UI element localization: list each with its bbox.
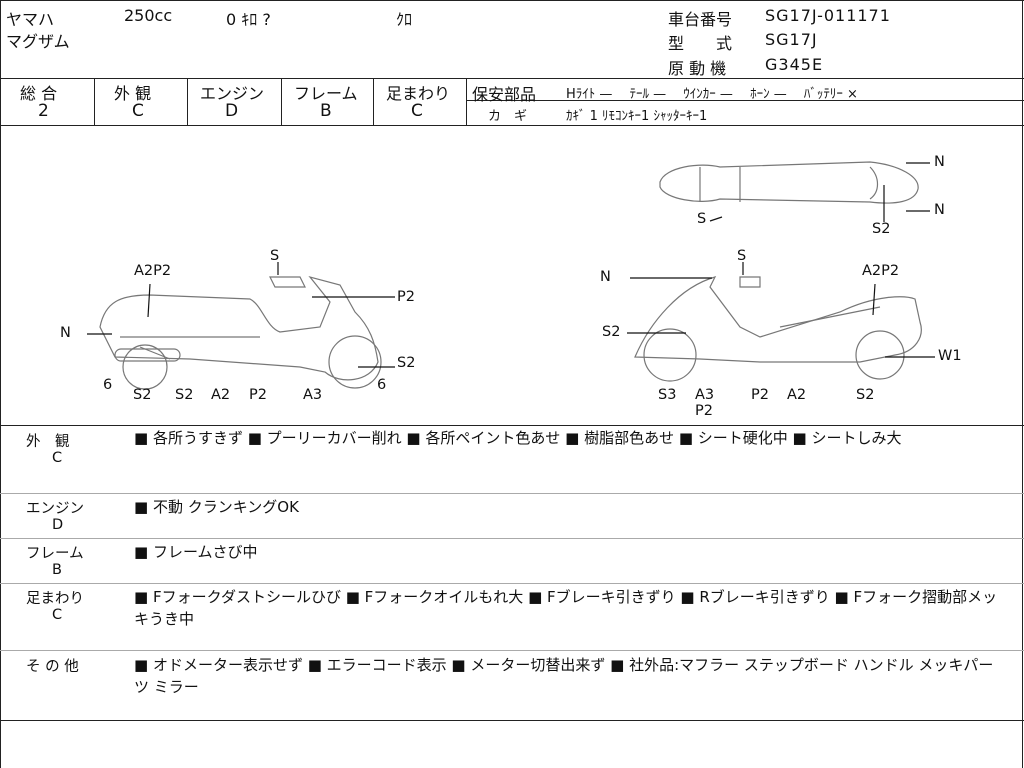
note-label-exterior: 外 観 bbox=[26, 434, 70, 450]
diagram-label: N bbox=[934, 202, 945, 218]
model-name: マグザム bbox=[6, 32, 70, 51]
grade-label-exterior: 外 観 bbox=[114, 84, 152, 103]
diagram-label: P2 bbox=[751, 387, 769, 403]
engine-model-value: G345E bbox=[765, 55, 824, 74]
diagram-label: A2 bbox=[211, 387, 231, 403]
note-label-other: そ の 他 bbox=[26, 659, 79, 675]
scooter-diagram-svg bbox=[87, 161, 935, 390]
safety-parts-label: 保安部品 bbox=[472, 85, 537, 104]
border-right bbox=[1022, 0, 1023, 768]
border-top bbox=[0, 0, 1024, 1]
grid-line bbox=[373, 78, 374, 125]
grade-value-overall: 2 bbox=[38, 101, 49, 121]
note-label-frame: フレーム bbox=[26, 546, 84, 562]
diagram-label: A3 bbox=[695, 387, 715, 403]
key-items: ｶｷﾞ 1 ﾘﾓｺﾝｷｰ1 ｼｬｯﾀｰｷｰ1 bbox=[566, 109, 708, 124]
note-text-suspension: ■ Fフォークダストシールひび ■ Fフォークオイルもれ大 ■ Fブレーキ引きず… bbox=[134, 588, 998, 628]
frame-number-value: SG17J-011171 bbox=[765, 6, 891, 25]
grade-label-overall: 総 合 bbox=[20, 84, 58, 103]
damage-diagram: S A2P2 P2 N S2 6 6 S2 S2 A2 P2 A3 N S A2… bbox=[0, 127, 1024, 425]
note-text-frame: ■ フレームさび中 bbox=[134, 543, 258, 561]
diagram-label: A3 bbox=[303, 387, 323, 403]
diagram-label: N bbox=[60, 325, 71, 341]
diagram-label: P2 bbox=[249, 387, 267, 403]
diagram-label: 6 bbox=[377, 377, 387, 393]
diagram-label: S2 bbox=[872, 221, 891, 237]
grid-line bbox=[0, 425, 1024, 426]
grade-value-frame: B bbox=[320, 101, 332, 121]
grid-line bbox=[94, 78, 95, 125]
grade-label-engine: エンジン bbox=[200, 84, 265, 103]
note-grade-frame: B bbox=[52, 562, 62, 578]
frame-number-label: 車台番号 bbox=[668, 10, 733, 29]
diagram-label: P2 bbox=[695, 403, 713, 419]
grade-value-engine: D bbox=[225, 101, 239, 121]
grid-line bbox=[0, 493, 1024, 494]
diagram-label: 6 bbox=[103, 377, 113, 393]
grade-value-exterior: C bbox=[132, 101, 144, 121]
grid-line bbox=[466, 100, 1024, 101]
diagram-label: S2 bbox=[602, 324, 621, 340]
diagram-label: A2P2 bbox=[134, 263, 172, 279]
note-text-engine: ■ 不動 クランキングOK bbox=[134, 498, 299, 516]
grade-label-suspension: 足まわり bbox=[386, 84, 451, 103]
diagram-label: S2 bbox=[133, 387, 152, 403]
diagram-label: N bbox=[600, 269, 611, 285]
diagram-label: S2 bbox=[175, 387, 194, 403]
color: ｸﾛ bbox=[396, 10, 413, 29]
diagram-label: S2 bbox=[397, 355, 416, 371]
grid-line bbox=[0, 720, 1024, 721]
grid-line bbox=[0, 78, 1024, 79]
grid-line bbox=[281, 78, 282, 125]
note-grade-engine: D bbox=[52, 517, 64, 533]
diagram-label: S3 bbox=[658, 387, 677, 403]
grid-line bbox=[0, 583, 1024, 584]
grade-label-frame: フレーム bbox=[294, 84, 358, 103]
type-label: 型 式 bbox=[668, 34, 733, 53]
grid-line bbox=[0, 538, 1024, 539]
diagram-label: A2 bbox=[787, 387, 807, 403]
border-left bbox=[0, 0, 1, 768]
diagram-label: A2P2 bbox=[862, 263, 900, 279]
diagram-label: W1 bbox=[938, 348, 962, 364]
grid-line bbox=[187, 78, 188, 125]
grade-value-suspension: C bbox=[411, 101, 423, 121]
grid-line bbox=[0, 125, 1024, 126]
maker: ヤマハ bbox=[6, 10, 55, 29]
note-grade-exterior: C bbox=[52, 450, 63, 466]
diagram-label: S2 bbox=[856, 387, 875, 403]
diagram-label: S bbox=[737, 248, 747, 264]
safety-parts-items: Hﾗｲﾄ — ﾃｰﾙ — ｳｲﾝｶｰ — ﾎｰﾝ — ﾊﾞｯﾃﾘｰ × bbox=[566, 87, 858, 102]
engine-model-label: 原 動 機 bbox=[668, 59, 727, 78]
note-grade-suspension: C bbox=[52, 607, 63, 623]
grid-line bbox=[466, 78, 467, 125]
note-text-other: ■ オドメーター表示せず ■ エラーコード表示 ■ メーター切替出来ず ■ 社外… bbox=[134, 656, 994, 696]
diagram-label: N bbox=[934, 154, 945, 170]
displacement: 250cc bbox=[124, 6, 173, 25]
type-value: SG17J bbox=[765, 30, 818, 49]
note-label-engine: エンジン bbox=[26, 501, 84, 517]
diagram-label: S bbox=[697, 211, 707, 227]
grid-line bbox=[0, 650, 1024, 651]
key-label: カ ギ bbox=[488, 109, 528, 124]
diagram-label: P2 bbox=[397, 289, 415, 305]
mileage: 0 ｷﾛ ? bbox=[226, 10, 271, 29]
diagram-label: S bbox=[270, 248, 280, 264]
note-text-exterior: ■ 各所うすきず ■ プーリーカバー削れ ■ 各所ペイント色あせ ■ 樹脂部色あ… bbox=[134, 429, 902, 447]
note-label-suspension: 足まわり bbox=[26, 591, 84, 607]
